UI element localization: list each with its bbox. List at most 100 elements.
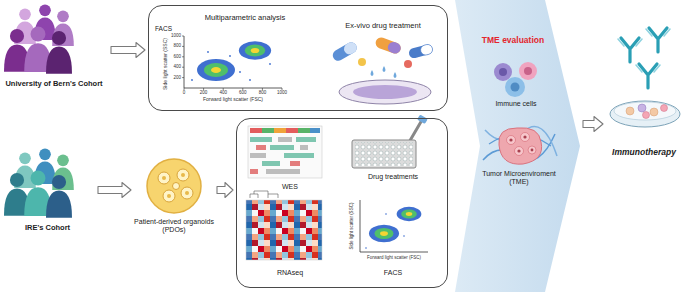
people-icon-part bbox=[46, 175, 72, 218]
wes-heatmap-part bbox=[310, 128, 320, 133]
block-arrow bbox=[98, 183, 131, 198]
axis-title: Side light scatter (SSC) bbox=[163, 38, 168, 90]
wes-heatmap-part bbox=[248, 126, 322, 178]
well-plate-part bbox=[417, 114, 428, 124]
antibody-dish-part-part bbox=[636, 65, 660, 72]
antibody-dish-part-part bbox=[649, 28, 667, 52]
drug-treatment-part bbox=[358, 58, 366, 66]
wes-heatmap-part bbox=[286, 128, 298, 133]
drug-treatment-part bbox=[371, 70, 374, 76]
antibody-dish-part-part bbox=[621, 38, 639, 62]
organoid-dish-part bbox=[162, 176, 166, 180]
antibody-dish-part bbox=[661, 105, 668, 112]
drug-treatment-part bbox=[339, 80, 431, 104]
facs-plot-part bbox=[249, 79, 251, 81]
organoid-dish-part bbox=[147, 159, 201, 213]
facs-plot-part bbox=[207, 51, 209, 53]
organoid-dish-part bbox=[158, 172, 170, 184]
organoid-node: Patient-derived organoids (PDOs) bbox=[134, 158, 214, 244]
antibody-dish-part-part bbox=[618, 39, 642, 46]
antibody-dish-part bbox=[614, 102, 676, 120]
wes-heatmap-part bbox=[250, 128, 262, 133]
axis-title: Forward light scatter (FSC) bbox=[367, 256, 421, 261]
axis-tick: 600 bbox=[239, 90, 247, 95]
antibody-dish-part bbox=[638, 104, 646, 112]
panel-heading: Multiparametric analysis bbox=[185, 14, 305, 23]
cell-icon-part bbox=[494, 62, 537, 97]
people-icon bbox=[4, 4, 74, 73]
drug-treatment-part bbox=[353, 85, 417, 99]
drug-treatment-part-part bbox=[386, 40, 402, 55]
axis-tick: 800 bbox=[259, 90, 267, 95]
facs-plot-part bbox=[229, 55, 231, 57]
antibody-dish-part-part bbox=[646, 29, 670, 36]
cell-icon-part bbox=[483, 127, 557, 165]
chevron-heading: TME evaluation bbox=[477, 36, 549, 46]
panel-heading: Ex-vivo drug treatment bbox=[321, 22, 445, 31]
drug-treatment-part bbox=[394, 72, 397, 78]
block-arrow bbox=[111, 43, 145, 58]
people-icon-part bbox=[46, 31, 72, 74]
wes-heatmap-part bbox=[298, 128, 310, 133]
method-label: FACS bbox=[155, 25, 172, 32]
drug-treatment-part-part bbox=[419, 43, 433, 56]
cohort-group: IRE's Cohort bbox=[0, 148, 95, 240]
wes-heatmap-part bbox=[250, 169, 258, 174]
cohort-label: University of Bern's Cohort bbox=[0, 80, 108, 89]
tumor-node: Tumor Microenviroment (TME) bbox=[479, 120, 559, 202]
wes-heatmap-part bbox=[296, 137, 316, 142]
facs-plot-part bbox=[365, 247, 367, 249]
cell-label: Tumor Microenviroment (TME) bbox=[479, 170, 559, 186]
drug-treatment-part bbox=[404, 60, 412, 68]
method-label: WES bbox=[255, 183, 325, 191]
block-arrow bbox=[217, 183, 233, 198]
drug-treatment-part bbox=[331, 40, 359, 63]
facs-plot-part bbox=[184, 36, 282, 88]
wes-heatmap-part bbox=[262, 128, 274, 133]
tme-chevron: TME evaluationImmune cellsTumor Microenv… bbox=[455, 0, 580, 292]
antibody-dish-part bbox=[610, 101, 680, 127]
antibody-dish-part bbox=[643, 112, 650, 119]
axis-title: Forward light scatter (FSC) bbox=[203, 97, 263, 102]
organoid-dish-part bbox=[163, 190, 175, 202]
cell-label: Immune cells bbox=[485, 100, 547, 108]
cell-icon bbox=[485, 58, 547, 98]
axis-tick: 1000 bbox=[171, 34, 181, 39]
well-plate-part bbox=[355, 142, 413, 166]
method-label: FACS bbox=[353, 269, 433, 277]
well-plate bbox=[352, 114, 428, 168]
axis-tick: 200 bbox=[200, 90, 208, 95]
facs-plot bbox=[182, 36, 282, 90]
well-plate-part bbox=[352, 140, 416, 168]
wes-heatmap-part bbox=[270, 145, 294, 150]
facs-plot bbox=[360, 200, 428, 252]
wes-heatmap-part bbox=[290, 161, 300, 166]
wes-heatmap-part bbox=[274, 128, 286, 133]
facs-plot-part bbox=[385, 213, 387, 215]
method-label: Drug treatments bbox=[343, 173, 443, 181]
axis-tick: 400 bbox=[173, 65, 181, 70]
analysis-panel: Multiparametric analysisFACS Ex-vivo drug… bbox=[148, 5, 448, 111]
organoid-label: Patient-derived organoids (PDOs) bbox=[134, 218, 214, 234]
drug-treatment-part-part bbox=[342, 40, 359, 56]
organoid-dish-part bbox=[185, 191, 189, 195]
facs-plot-part bbox=[403, 235, 405, 237]
drug-treatment-part bbox=[383, 66, 386, 72]
rnaseq-heatmap-part bbox=[246, 200, 322, 260]
cohort-group: University of Bern's Cohort bbox=[0, 4, 108, 104]
facs-plot-part bbox=[369, 225, 399, 242]
antibody-dish-part bbox=[626, 107, 634, 115]
facs-plot-part bbox=[269, 63, 271, 65]
drug-treatment-part bbox=[374, 36, 402, 55]
organoid-dish-part bbox=[167, 194, 171, 198]
facs-plot-part bbox=[182, 36, 282, 90]
cell-icon bbox=[479, 120, 559, 168]
wes-heatmap-part bbox=[300, 145, 308, 150]
organoid-dish-part bbox=[173, 183, 180, 190]
antibody-dish-part-part bbox=[639, 64, 657, 88]
wes-heatmap-part bbox=[262, 161, 280, 166]
antibody-dish-part bbox=[621, 28, 667, 88]
